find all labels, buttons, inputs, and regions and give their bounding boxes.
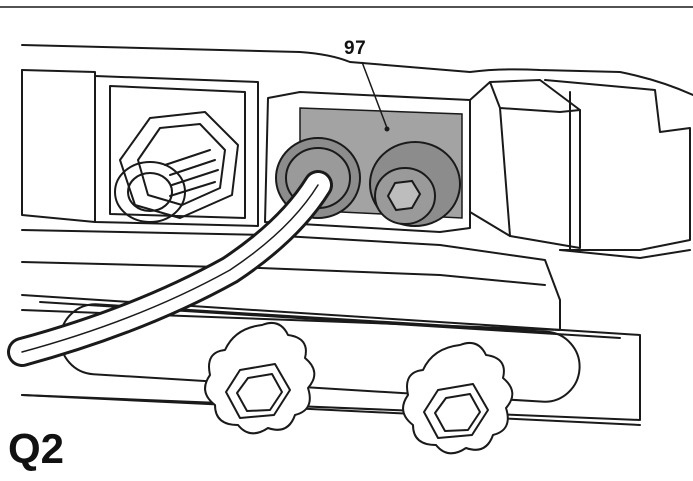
- bracket-block-front: [469, 79, 581, 249]
- star-knob-right: [402, 342, 514, 455]
- slotted-rail: [21, 294, 641, 421]
- left-pipe-thread: [164, 149, 219, 197]
- left-flange-plate: [21, 69, 259, 227]
- callout-leader-line: [361, 61, 388, 129]
- housing-top-edge-inner: [21, 69, 96, 83]
- left-flange-bevel: [109, 85, 246, 219]
- left-pipe-stub-bore: [127, 172, 173, 212]
- left-hex-nut-inner: [137, 123, 226, 206]
- figure-label: Q2: [8, 425, 65, 472]
- left-hex-nut: [119, 111, 239, 219]
- fitting-recess-outline: [264, 91, 471, 233]
- star-knob-left: [204, 322, 316, 435]
- bracket-block-edge: [499, 107, 511, 237]
- bracket-block-top: [489, 81, 581, 113]
- right-cover-plate: [544, 79, 691, 251]
- plug-fitting-right: [369, 141, 461, 227]
- rail-bottom-edge: [21, 394, 641, 426]
- hose: [7, 170, 333, 367]
- left-pipe-stub: [114, 161, 186, 223]
- housing-top-edge: [21, 44, 693, 96]
- lower-body-right: [559, 249, 691, 259]
- callout-number-97: 97: [344, 38, 367, 59]
- lower-body-line: [21, 261, 546, 286]
- callout-dot: [384, 126, 390, 132]
